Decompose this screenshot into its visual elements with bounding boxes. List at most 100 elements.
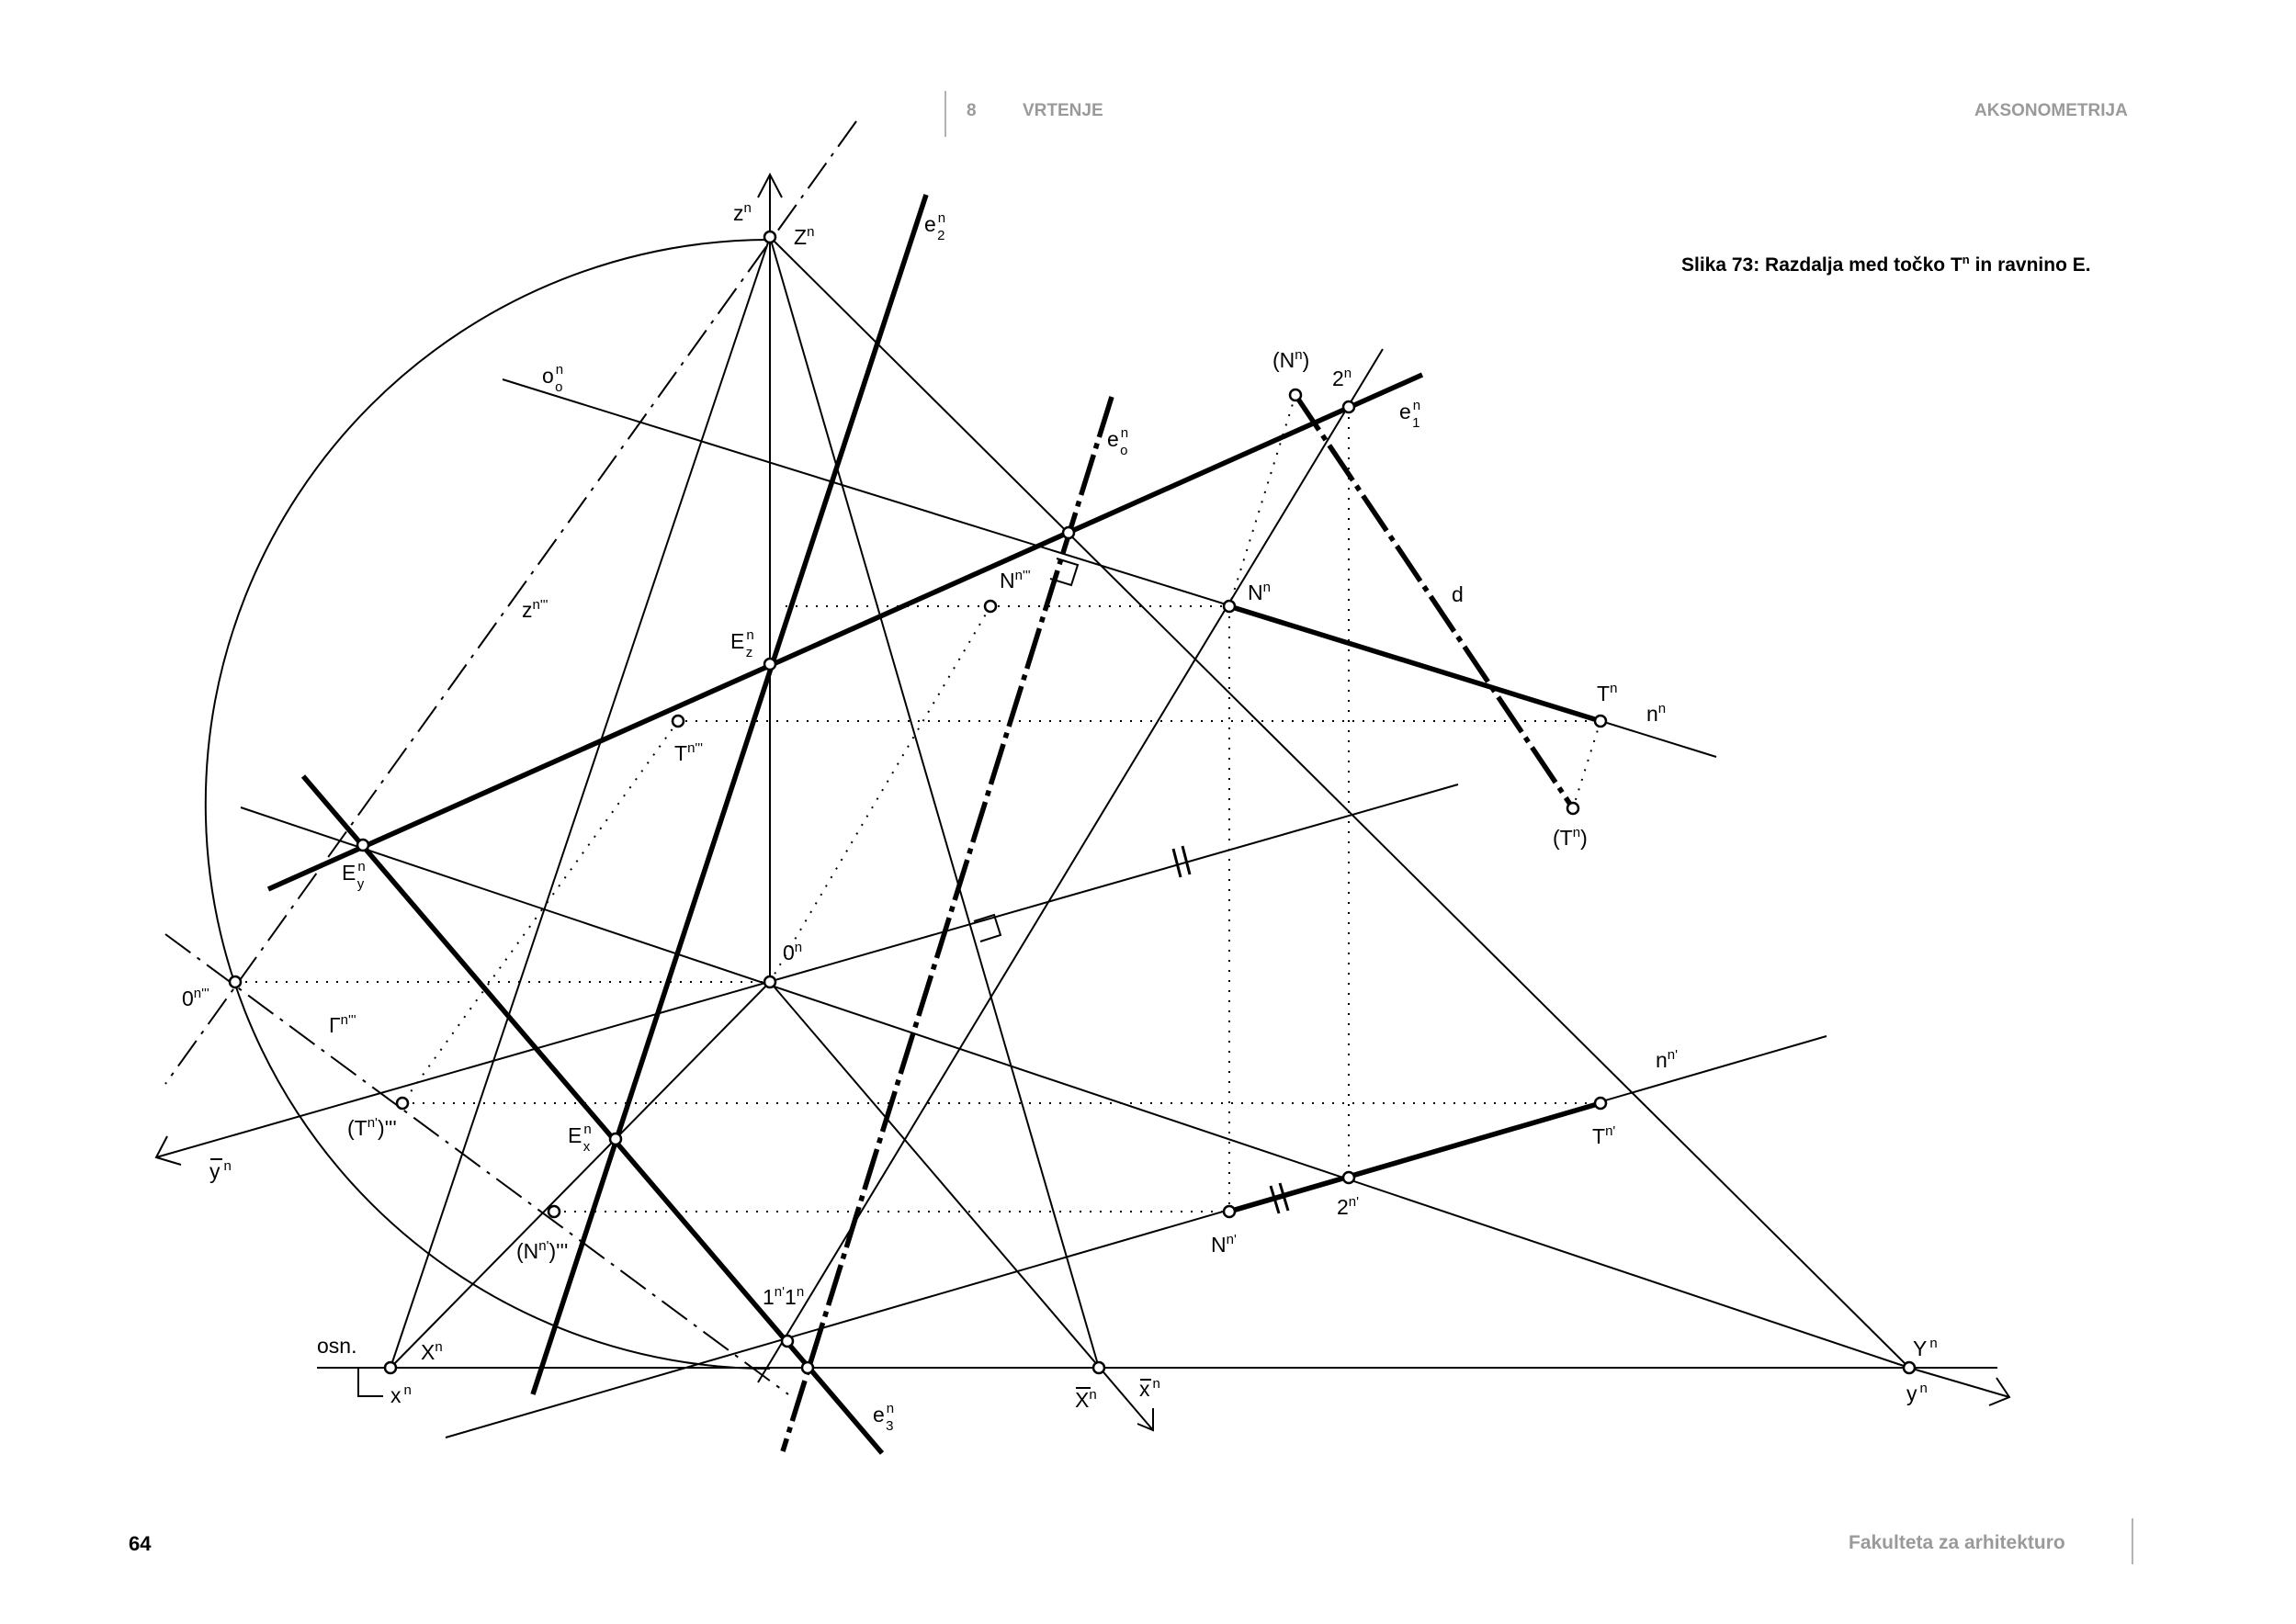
point-Nprime	[1222, 1204, 1237, 1219]
label-T-triple-prime: Tn'''	[674, 740, 703, 765]
point-1	[800, 1360, 815, 1375]
point-Tprime	[1593, 1096, 1608, 1111]
thin-construction-lines	[155, 175, 2010, 1438]
label-N: Nn	[1248, 580, 1271, 604]
point-X	[383, 1360, 398, 1375]
trace-e3	[300, 774, 885, 1455]
right-angle-marks	[973, 558, 1080, 942]
trace-e2	[530, 194, 929, 1395]
z-triple-prime-axis	[164, 120, 857, 1085]
label-N-bracket: (Nn)	[1272, 347, 1309, 372]
label-n-line: nn	[1646, 701, 1666, 726]
dotted-tppp-diagonal	[402, 720, 679, 1104]
label-1prime-1: 1n'1n	[763, 1284, 804, 1309]
thick-lines	[266, 194, 1601, 1455]
caption-superscript: n	[1962, 253, 1970, 266]
section-title: AKSONOMETRIJA	[1974, 101, 2128, 120]
label-Xbar: Xn	[1075, 1387, 1097, 1412]
dotted-nb-diagonal	[1228, 394, 1296, 607]
label-origin-triple-prime: 0n'''	[182, 986, 209, 1010]
point-Ey	[356, 838, 370, 852]
point-Tprime-triple-prime	[395, 1096, 410, 1111]
label-Tprime: Tn'	[1592, 1123, 1615, 1148]
segment-nprime-tprime	[1228, 1100, 1601, 1214]
page-number: 64	[129, 1532, 152, 1555]
label-2: 2n	[1332, 366, 1352, 390]
points	[228, 230, 1917, 1375]
label-T: Tn	[1597, 681, 1617, 705]
xbar-arrow	[1137, 1408, 1154, 1432]
long-dash-lines	[780, 393, 1576, 1452]
dotted-nppp-diagonal	[769, 605, 991, 983]
point-1-prime	[780, 1334, 795, 1348]
x-arrow	[357, 1368, 383, 1397]
point-Nprime-triple-prime	[547, 1204, 561, 1219]
label-z-triple-prime: zn'''	[522, 597, 549, 622]
line-n-prime	[445, 1035, 1827, 1438]
xbar-axis	[769, 981, 1154, 1431]
point-origin	[763, 975, 777, 989]
footer-divider	[2132, 1518, 2133, 1564]
point-Ex	[608, 1132, 623, 1146]
label-2-prime: 2n'	[1337, 1194, 1359, 1219]
header-divider	[944, 91, 946, 137]
dash-dot-lines	[164, 120, 857, 1395]
label-origin: 0n	[783, 940, 802, 964]
parallel-mark-lower-a	[1269, 1185, 1281, 1214]
point-N	[1222, 599, 1237, 614]
parallel-mark-upper-a	[1171, 848, 1182, 878]
gamma-triple-prime-line	[164, 933, 789, 1395]
distance-d	[1293, 393, 1576, 810]
point-N-bracket	[1288, 388, 1303, 402]
point-T-bracket	[1566, 801, 1580, 816]
arrowheads	[154, 172, 2011, 1432]
label-gamma-triple-prime: Γn'''	[329, 1012, 356, 1037]
label-N-triple-prime: Nn'''	[1000, 568, 1031, 592]
ybar-axis	[155, 784, 1459, 1158]
y-axis-direction	[1908, 1367, 2010, 1398]
axis-through-origin-left	[240, 806, 1910, 1369]
construction-circle	[204, 239, 771, 1370]
right-angle-mark-upper	[1049, 558, 1080, 587]
footer-faculty: Fakulteta za arhitekturo	[1849, 1532, 2065, 1553]
parallel-mark-lower-b	[1278, 1182, 1290, 1212]
chapter-number: 8	[967, 101, 977, 120]
overbars	[210, 1158, 1151, 1389]
point-Y	[1902, 1360, 1917, 1375]
point-N-triple-prime	[983, 599, 998, 614]
point-2	[1341, 400, 1356, 414]
label-X: Xn	[421, 1339, 443, 1364]
label-Z: Zn	[794, 224, 814, 249]
label-Tprime-triple-prime: (Tn')'''	[347, 1115, 397, 1140]
caption-text-end: in ravnino E.	[1969, 254, 2091, 276]
point-Z	[763, 230, 777, 244]
segment-n-t	[1228, 603, 1601, 724]
triangle-side-zxbar	[769, 236, 1100, 1369]
point-T	[1593, 714, 1608, 728]
right-angle-mark-lower	[973, 913, 1002, 942]
point-T-triple-prime	[671, 714, 685, 728]
triangle-side-zx	[390, 236, 771, 1369]
trace-eo	[780, 396, 1114, 1452]
point-2-prime	[1341, 1170, 1356, 1185]
caption-text: Slika 73: Razdalja med točko T	[1681, 254, 1962, 276]
parallel-mark-upper-b	[1181, 845, 1192, 875]
figure-caption: Slika 73: Razdalja med točko Tn in ravni…	[1681, 253, 2091, 276]
point-Ez	[763, 657, 777, 671]
trace-e1	[266, 372, 1424, 892]
dotted-tb-diagonal	[1572, 720, 1601, 809]
label-Nprime: Nn'	[1211, 1232, 1237, 1257]
axis-x-through-origin	[390, 981, 771, 1369]
